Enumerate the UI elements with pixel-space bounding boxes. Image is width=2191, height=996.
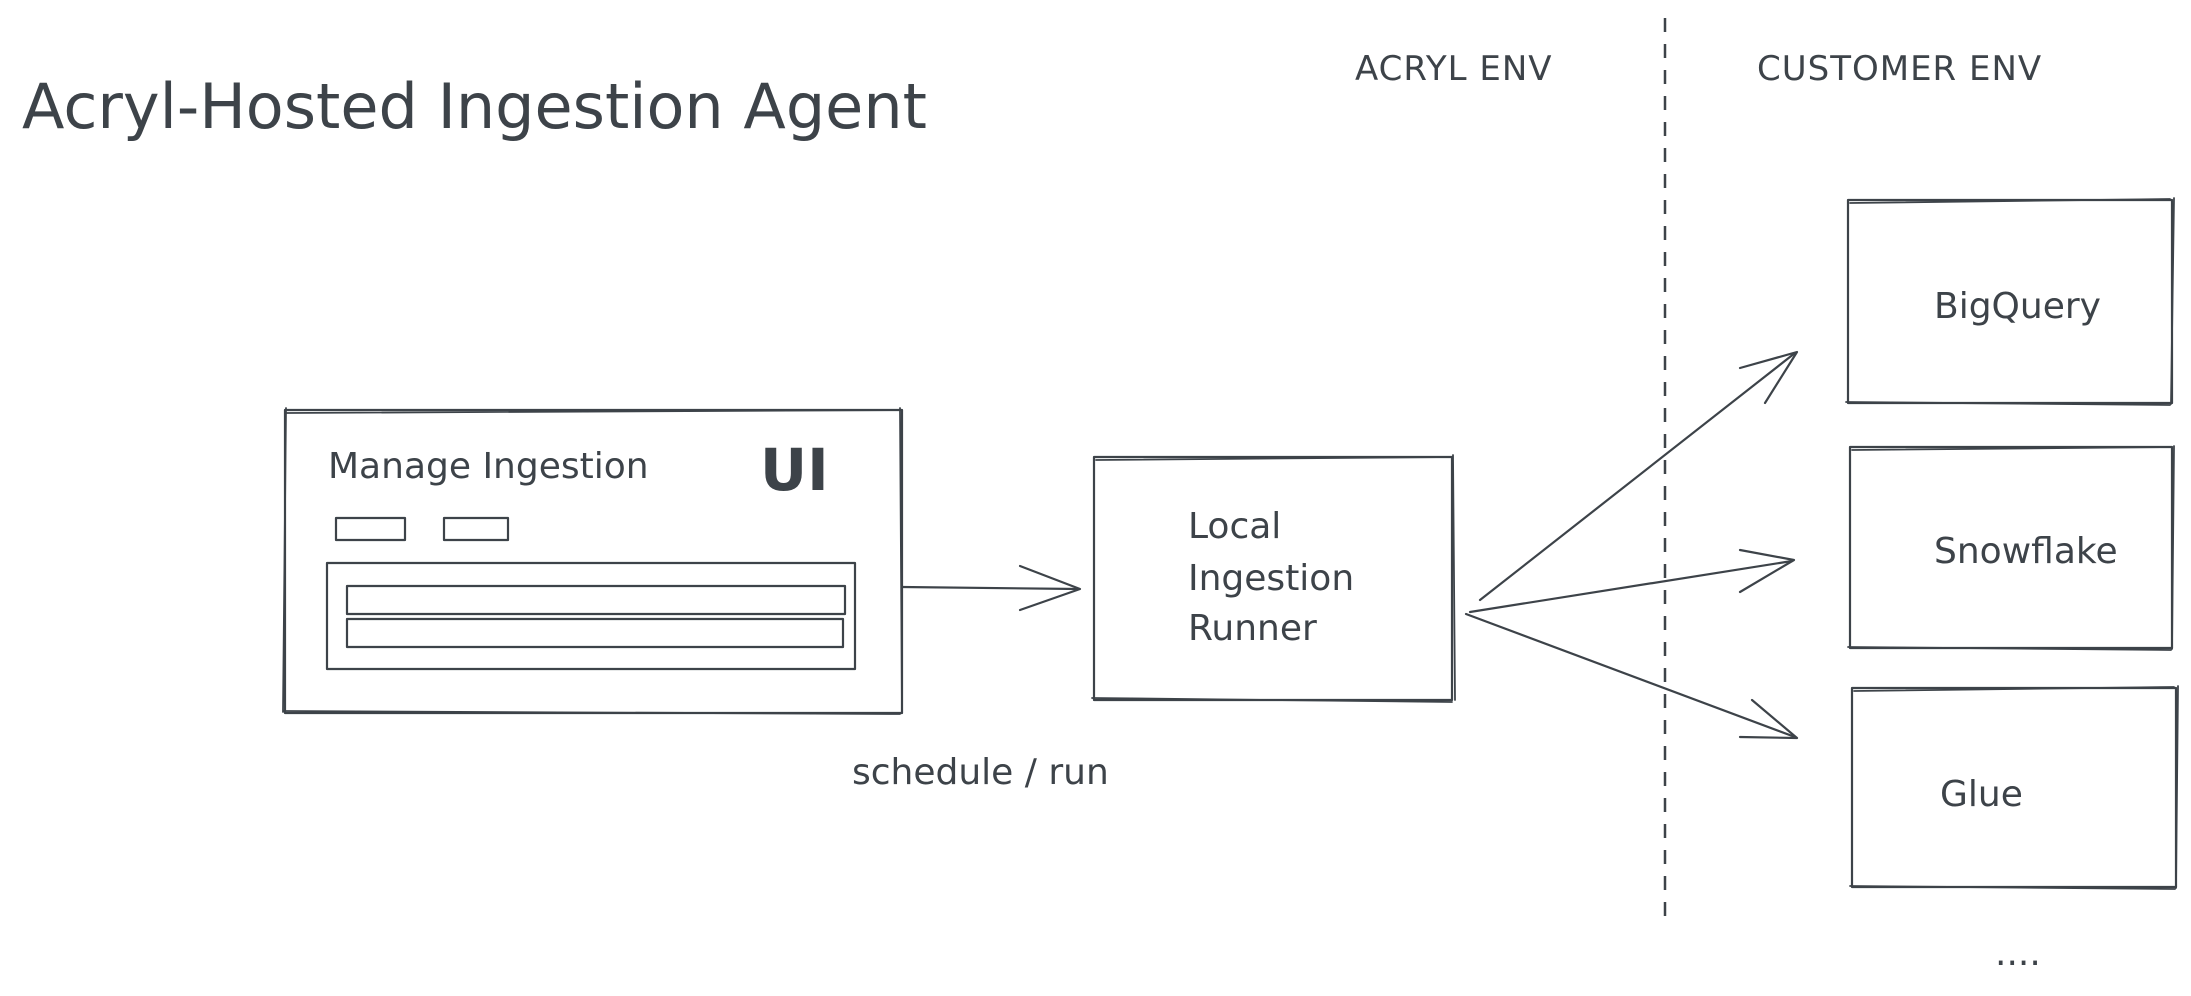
ui-box-sketch bbox=[282, 407, 903, 715]
ui-box: Manage Ingestion UI bbox=[282, 407, 904, 715]
snowflake-box-sketch bbox=[1847, 445, 2175, 651]
schedule-arrow-line bbox=[900, 585, 1080, 591]
glue-label: Glue bbox=[1940, 774, 2023, 815]
arrow-to-snowflake bbox=[1468, 559, 1794, 614]
source-arrows bbox=[1464, 350, 1799, 740]
arrow-to-glue bbox=[1464, 612, 1797, 739]
arrow-to-glue-head bbox=[1738, 698, 1799, 740]
ui-mock-button-2 bbox=[442, 516, 510, 542]
arrow-to-bigquery bbox=[1478, 351, 1797, 602]
ui-mark: UI bbox=[760, 436, 829, 504]
ui-box-heading: Manage Ingestion bbox=[328, 446, 649, 487]
customer-env-label: CUSTOMER ENV bbox=[1757, 49, 2042, 89]
schedule-arrow bbox=[900, 564, 1082, 612]
source-snowflake: Snowflake bbox=[1847, 445, 2175, 651]
bigquery-box-sketch bbox=[1845, 197, 2175, 406]
acryl-env-label: ACRYL ENV bbox=[1355, 49, 1553, 89]
ui-mock-row-1 bbox=[345, 584, 847, 616]
runner-label: Local Ingestion Runner bbox=[1188, 506, 1366, 649]
source-bigquery: BigQuery bbox=[1845, 197, 2175, 406]
runner-label-line-1: Local bbox=[1188, 506, 1281, 547]
schedule-run-label: schedule / run bbox=[852, 752, 1109, 793]
runner-box-sketch bbox=[1091, 454, 1456, 703]
arrow-to-bigquery-head bbox=[1738, 350, 1799, 405]
diagram-title: Acryl-Hosted Ingestion Agent bbox=[22, 70, 927, 143]
ui-mock-table bbox=[325, 561, 857, 671]
glue-box-sketch bbox=[1849, 685, 2179, 890]
source-glue: Glue bbox=[1849, 685, 2179, 890]
more-sources: .... bbox=[1995, 933, 2041, 974]
bigquery-label: BigQuery bbox=[1934, 286, 2101, 327]
ui-mock-button-1 bbox=[334, 516, 407, 542]
runner-label-line-3: Runner bbox=[1188, 608, 1317, 649]
runner-label-line-2: Ingestion bbox=[1188, 558, 1354, 599]
arrow-to-snowflake-head bbox=[1738, 548, 1796, 594]
snowflake-label: Snowflake bbox=[1934, 531, 2118, 572]
ui-mock-row-2 bbox=[345, 617, 845, 649]
schedule-arrow-head bbox=[1018, 564, 1082, 612]
runner-box: Local Ingestion Runner bbox=[1091, 454, 1456, 703]
